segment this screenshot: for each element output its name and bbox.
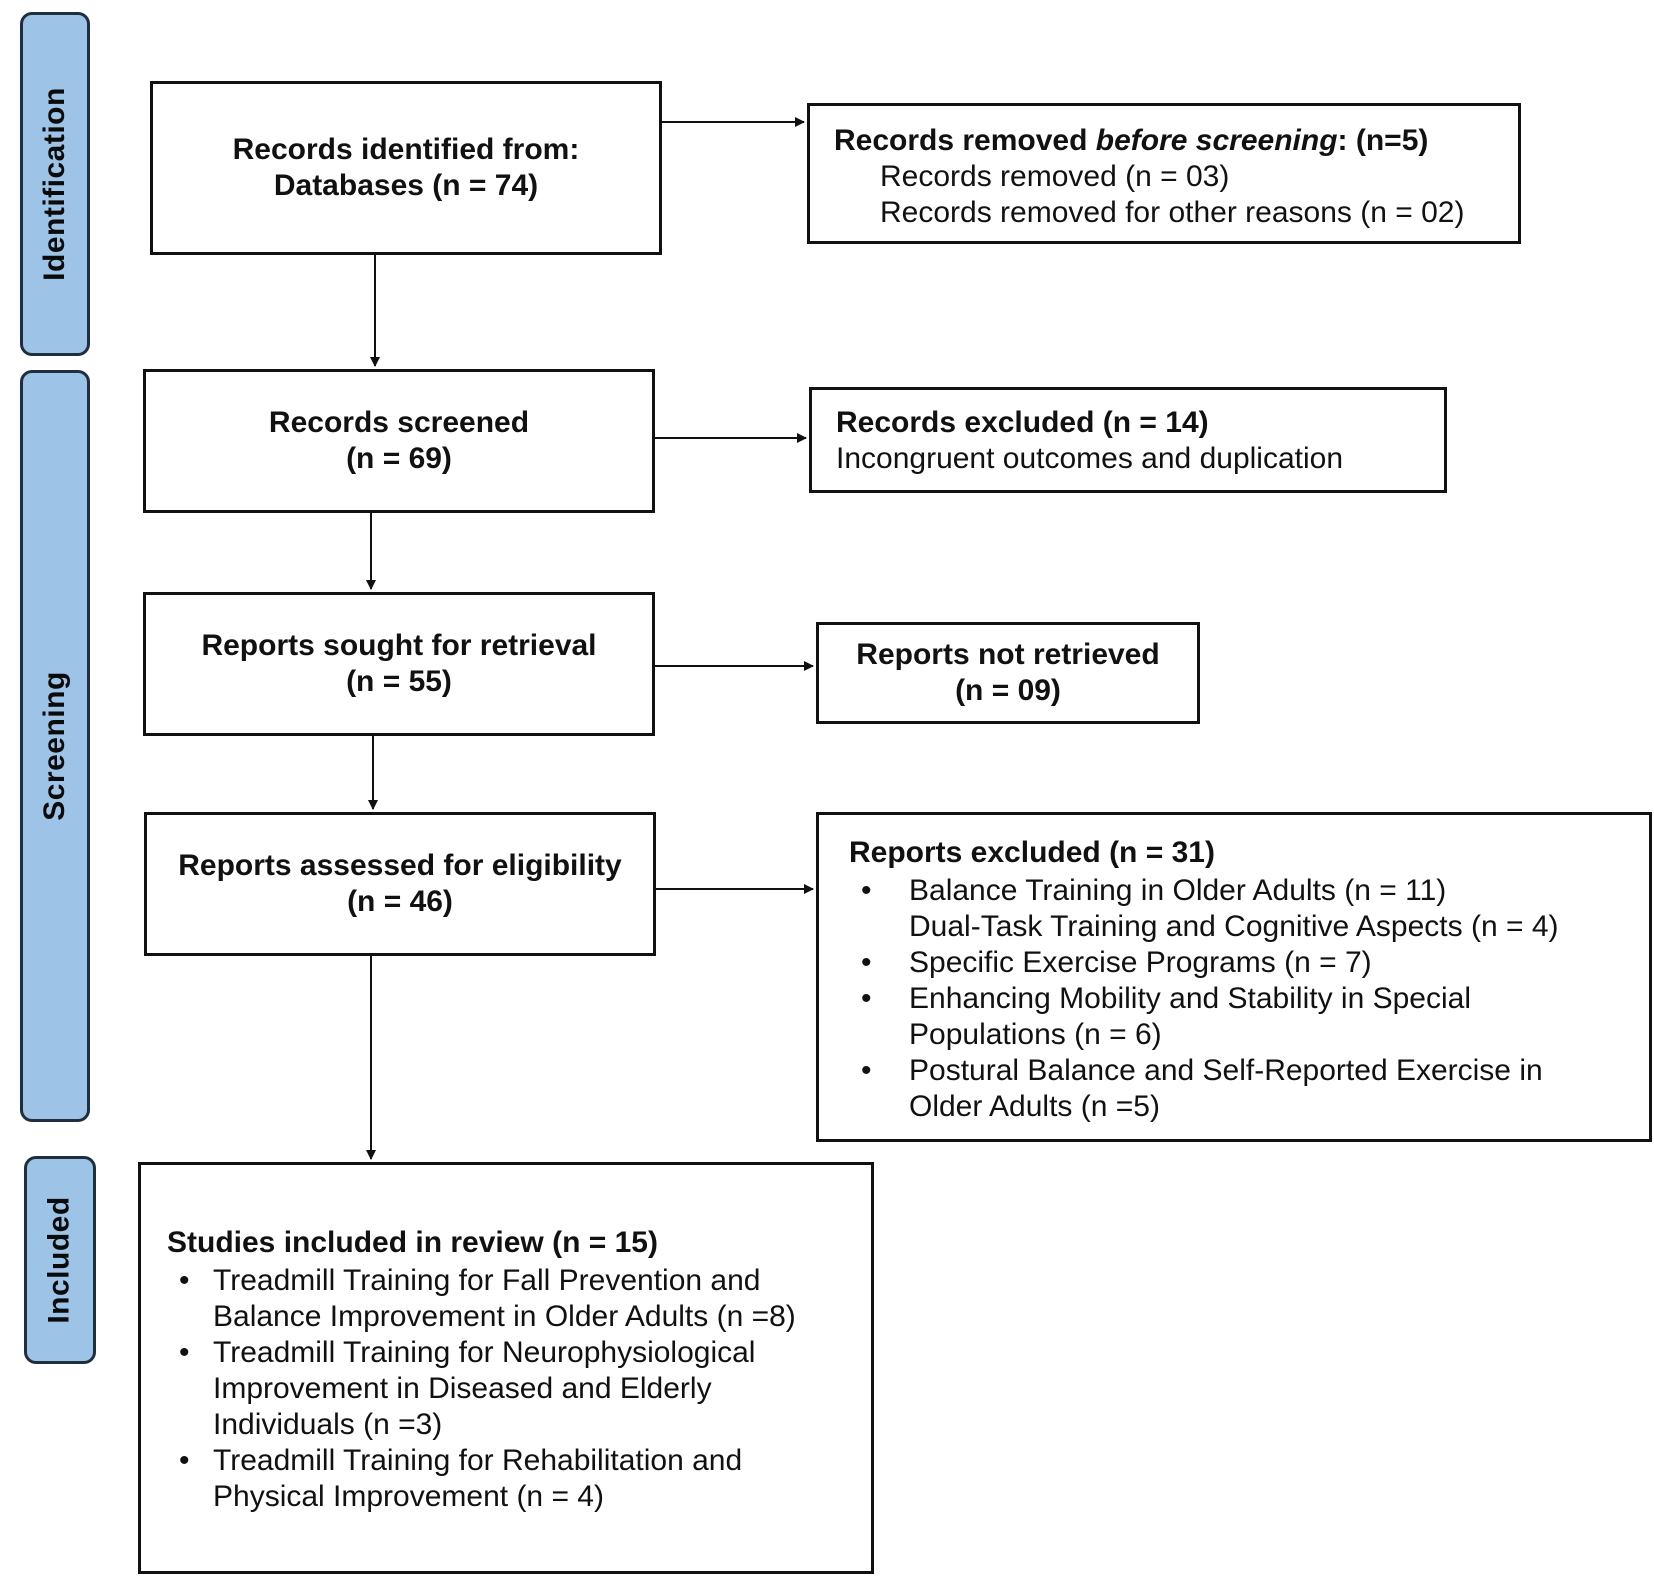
records-identified-line1: Records identified from:	[232, 133, 580, 166]
studies-included-item: Treadmill Training for Rehabilitation an…	[167, 1443, 813, 1515]
reports-assessed-line1: Reports assessed for eligibility	[178, 849, 622, 882]
records-excluded-reason: Incongruent outcomes and duplication	[836, 442, 1344, 475]
reports-assessed-box: Reports assessed for eligibility (n = 46…	[144, 812, 656, 956]
studies-included-list: Treadmill Training for Fall Prevention a…	[167, 1263, 847, 1515]
records-removed-item: Records removed (n = 03)	[880, 160, 1230, 193]
records-removed-title-b: before screening	[1095, 124, 1338, 157]
reports-excluded-box: Reports excluded (n = 31) Balance Traini…	[816, 812, 1652, 1142]
reports-not-retrieved-line2: (n = 09)	[955, 674, 1061, 707]
reports-sought-line2: (n = 55)	[346, 665, 452, 698]
records-identified-line2: Databases (n = 74)	[273, 169, 539, 202]
studies-included-item: Treadmill Training for Fall Prevention a…	[167, 1263, 813, 1335]
records-screened-box: Records screened (n = 69)	[143, 369, 655, 513]
reports-not-retrieved-line1: Reports not retrieved	[856, 638, 1160, 671]
reports-excluded-item: Postural Balance and Self-Reported Exerc…	[849, 1053, 1589, 1125]
phase-identification: Identification	[20, 12, 90, 356]
records-excluded-box: Records excluded (n = 14) Incongruent ou…	[809, 387, 1447, 493]
reports-excluded-item: Balance Training in Older Adults (n = 11…	[849, 873, 1625, 909]
records-identified-box: Records identified from: Databases (n = …	[150, 81, 662, 255]
records-screened-line1: Records screened	[268, 406, 530, 439]
records-removed-box: Records removed before screening: (n=5) …	[807, 103, 1521, 244]
phase-screening: Screening	[20, 370, 90, 1122]
reports-excluded-list: Balance Training in Older Adults (n = 11…	[849, 873, 1625, 1125]
records-removed-item: Records removed for other reasons (n = 0…	[880, 196, 1465, 229]
reports-excluded-item: Specific Exercise Programs (n = 7)	[849, 945, 1625, 981]
reports-assessed-line2: (n = 46)	[347, 885, 453, 918]
phase-included: Included	[24, 1156, 96, 1364]
records-excluded-title: Records excluded (n = 14)	[836, 406, 1209, 439]
records-removed-title: Records removed before screening: (n=5)	[834, 123, 1494, 159]
reports-excluded-item: Dual-Task Training and Cognitive Aspects…	[909, 910, 1559, 943]
records-screened-line2: (n = 69)	[346, 442, 452, 475]
studies-included-box: Studies included in review (n = 15) Trea…	[138, 1162, 874, 1574]
studies-included-item: Treadmill Training for Neurophysiologica…	[167, 1335, 813, 1443]
reports-sought-line1: Reports sought for retrieval	[201, 629, 597, 662]
reports-excluded-item: Enhancing Mobility and Stability in Spec…	[849, 981, 1509, 1053]
reports-not-retrieved-box: Reports not retrieved (n = 09)	[816, 622, 1200, 724]
reports-excluded-title: Reports excluded (n = 31)	[849, 836, 1215, 869]
studies-included-title: Studies included in review (n = 15)	[167, 1226, 658, 1259]
reports-sought-box: Reports sought for retrieval (n = 55)	[143, 592, 655, 736]
records-removed-title-a: Records removed	[834, 124, 1096, 157]
records-removed-title-c: : (n=5)	[1337, 124, 1429, 157]
